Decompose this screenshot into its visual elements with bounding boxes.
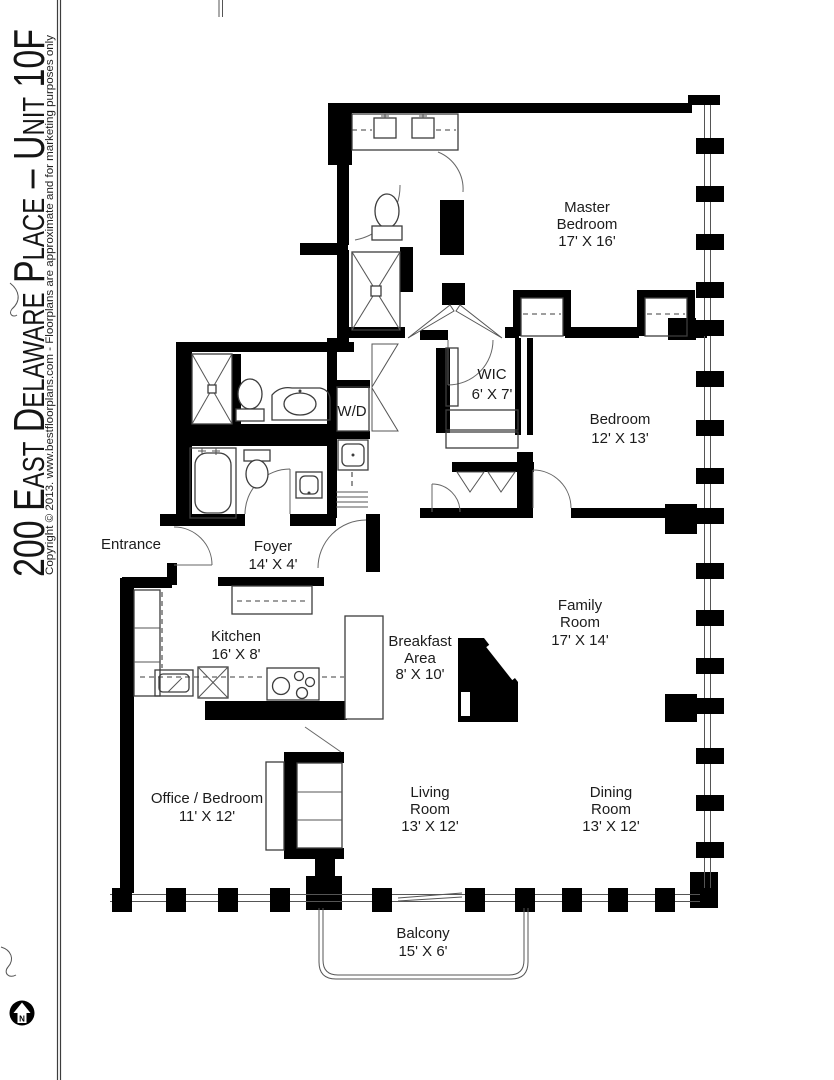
copyright-note: Copyright © 2013. www.bestfloorplans.com… (44, 34, 56, 575)
svg-text:17' X 14': 17' X 14' (551, 632, 609, 649)
scan-artifact (9, 282, 19, 317)
doors (173, 151, 572, 753)
foyer-hall-door (317, 519, 367, 569)
room-label-laundry: W/D (337, 403, 366, 420)
bathroom-shower (191, 353, 233, 425)
room-label-kitchen: Kitchen 16' X 8' (211, 628, 261, 663)
window-mullions (112, 888, 675, 912)
svg-text:Room: Room (560, 614, 600, 631)
room-label-family-room: Family Room 17' X 14' (551, 597, 609, 649)
entrance-door (173, 526, 213, 566)
master-bath-door (437, 151, 464, 193)
radiator-box (513, 290, 571, 337)
svg-text:13' X 12': 13' X 12' (582, 818, 640, 835)
refrigerator (344, 615, 384, 720)
master-bathroom-vanity (351, 113, 459, 151)
svg-text:16' X 8': 16' X 8' (211, 646, 260, 663)
louver-vent (336, 491, 368, 508)
bathroom2-toilet (243, 449, 271, 489)
kitchen-cabinets (133, 589, 344, 697)
room-labels: Master Bedroom 17' X 16' WIC 6' X 7' Bed… (101, 199, 650, 960)
window-mullions (696, 138, 724, 858)
page-title: 200 East Delaware Place – Unit 10F (5, 29, 54, 577)
hall-closet-doors (456, 471, 516, 493)
title-strip: 200 East Delaware Place – Unit 10F Copyr… (0, 0, 223, 1080)
room-label-living-room: Living Room 13' X 12' (401, 784, 459, 835)
room-label-foyer: Foyer 14' X 4' (248, 538, 297, 573)
office-closet (265, 761, 343, 851)
bathroom-vanity (271, 387, 331, 421)
sink-icon (411, 117, 435, 139)
bedroom-door (532, 469, 572, 509)
room-label-wic: WIC 6' X 7' (472, 366, 513, 403)
room-label-breakfast-area: Breakfast Area 8' X 10' (388, 633, 452, 683)
svg-text:Foyer: Foyer (254, 538, 292, 555)
svg-text:WIC: WIC (477, 366, 506, 383)
compass-north-label: N (19, 1015, 25, 1024)
svg-text:6' X 7': 6' X 7' (472, 386, 513, 403)
room-label-entrance: Entrance (101, 536, 161, 553)
master-toilet (371, 193, 403, 241)
north-arrow-icon (13, 1002, 31, 1023)
window-wall-bottom (110, 888, 700, 912)
fixtures (133, 113, 695, 851)
walls (120, 95, 720, 910)
dishwasher (197, 666, 229, 699)
fireplace-column (458, 638, 518, 722)
laundry-bifold-doors (371, 343, 399, 432)
svg-text:8' X 10': 8' X 10' (395, 666, 444, 683)
svg-text:Area: Area (404, 650, 436, 667)
radiator-box (637, 290, 695, 337)
svg-text:17' X 16': 17' X 16' (558, 233, 616, 250)
svg-text:Breakfast: Breakfast (388, 633, 452, 650)
master-bedroom-double-door (407, 304, 503, 339)
room-label-office-bedroom: Office / Bedroom 11' X 12' (151, 790, 263, 825)
svg-text:Master: Master (564, 199, 610, 216)
balcony-railing (318, 908, 529, 980)
corridor-door (431, 483, 461, 513)
room-label-master-bedroom: Master Bedroom 17' X 16' (557, 199, 618, 250)
sliding-door (397, 892, 463, 902)
washer-dryer (336, 386, 370, 432)
svg-text:Balcony: Balcony (396, 925, 450, 942)
office-door (304, 726, 342, 753)
svg-text:Bedroom: Bedroom (590, 411, 651, 428)
kitchen-island (231, 585, 313, 615)
svg-text:13' X 12': 13' X 12' (401, 818, 459, 835)
room-label-dining-room: Dining Room 13' X 12' (582, 784, 640, 835)
svg-text:Room: Room (410, 801, 450, 818)
svg-text:14' X 4': 14' X 4' (248, 556, 297, 573)
corner-sink (295, 471, 323, 499)
scan-artifact (0, 946, 17, 977)
master-shower (351, 251, 401, 331)
svg-text:Dining: Dining (590, 784, 633, 801)
svg-text:Room: Room (591, 801, 631, 818)
room-label-bedroom: Bedroom 12' X 13' (590, 411, 651, 447)
wic-shelves (445, 347, 519, 449)
sink-icon (373, 117, 397, 139)
window-wall-right (696, 105, 724, 888)
svg-text:Living: Living (410, 784, 449, 801)
svg-text:11' X 12': 11' X 12' (179, 808, 235, 825)
svg-text:15' X 6': 15' X 6' (398, 943, 447, 960)
svg-text:Family: Family (558, 597, 603, 614)
bathroom-toilet (235, 378, 265, 422)
bathtub (189, 447, 237, 519)
cooktop (266, 667, 320, 701)
svg-text:Office / Bedroom: Office / Bedroom (151, 790, 263, 807)
svg-text:Kitchen: Kitchen (211, 628, 261, 645)
kitchen-sink (154, 669, 194, 697)
laundry-sink (337, 439, 369, 490)
svg-text:12' X 13': 12' X 13' (591, 430, 649, 447)
svg-text:Bedroom: Bedroom (557, 216, 618, 233)
room-label-balcony: Balcony 15' X 6' (396, 925, 450, 960)
north-compass: N (9, 1000, 35, 1026)
